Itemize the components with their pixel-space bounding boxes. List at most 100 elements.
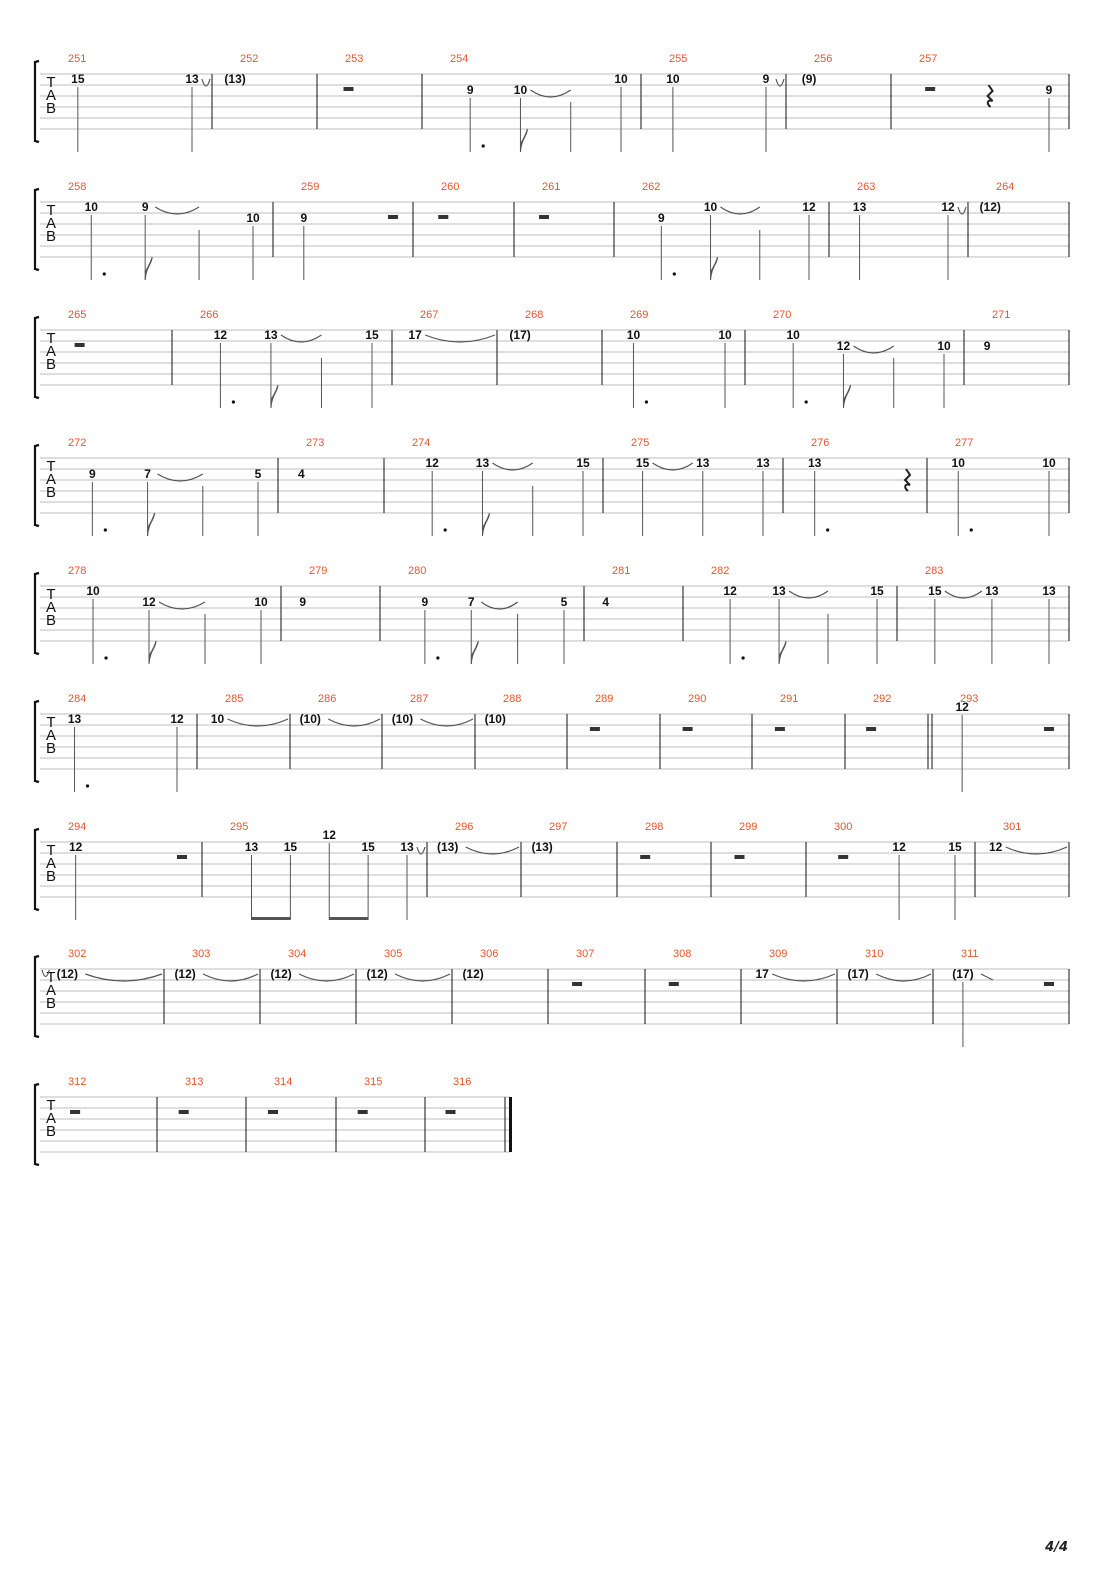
fret-number: 10 xyxy=(787,328,801,342)
fret-number: 15 xyxy=(636,456,650,470)
half-rest xyxy=(1044,982,1054,986)
tab-clef-letter: B xyxy=(46,228,56,245)
half-rest xyxy=(178,1110,189,1114)
fret-number: 10 xyxy=(254,595,268,609)
eighth-flag xyxy=(519,128,528,153)
fret-number: 12 xyxy=(892,840,906,854)
measure: 298 xyxy=(640,821,663,859)
tab-clef-letter: A xyxy=(46,599,56,616)
tie-arc xyxy=(944,590,983,599)
measure: 310(17) xyxy=(847,948,932,982)
fret-number: 13 xyxy=(245,840,259,854)
measure-number: 305 xyxy=(384,948,402,960)
eighth-flag xyxy=(842,384,851,409)
tie-arc xyxy=(875,973,932,982)
fret-number: (12) xyxy=(57,967,78,981)
fret-number: 9 xyxy=(467,83,474,97)
measure-number: 253 xyxy=(345,53,363,65)
eighth-flag xyxy=(270,384,279,409)
measure-number: 268 xyxy=(525,309,543,321)
half-rest xyxy=(388,215,398,219)
measure-number: 254 xyxy=(450,53,468,65)
half-rest xyxy=(774,727,785,731)
fret-number: 13 xyxy=(1042,584,1056,598)
eighth-flag xyxy=(710,256,719,281)
quarter-rest xyxy=(903,468,912,492)
beam xyxy=(329,917,369,920)
measure: 297(13) xyxy=(531,821,567,854)
eighth-flag xyxy=(147,512,156,537)
system-bracket xyxy=(33,571,40,656)
measure-number: 314 xyxy=(274,1076,292,1088)
fret-number: (10) xyxy=(300,712,321,726)
measure-number: 309 xyxy=(769,948,787,960)
measure-number: 258 xyxy=(68,181,86,193)
tie-arc xyxy=(158,601,206,610)
tie-arc xyxy=(957,206,967,215)
fret-number: 13 xyxy=(772,584,786,598)
measure: 314 xyxy=(268,1076,292,1114)
measure-number: 280 xyxy=(408,565,426,577)
measure-number: 304 xyxy=(288,948,306,960)
measure-number: 272 xyxy=(68,437,86,449)
tab-clef-letter: B xyxy=(46,868,56,885)
tab-clef-letter: A xyxy=(46,1110,56,1127)
fret-number: 12 xyxy=(170,712,184,726)
measure-number: 279 xyxy=(309,565,327,577)
fret-number: 13 xyxy=(400,840,414,854)
tab-system: TAB302(12)303(12)304(12)305(12)306(12)30… xyxy=(33,948,1070,1047)
rhythm-dot xyxy=(103,528,107,532)
tab-clef-letter: B xyxy=(46,995,56,1012)
tab-clef-letter: B xyxy=(46,1123,56,1140)
measure-number: 270 xyxy=(773,309,791,321)
rhythm-dot xyxy=(481,144,485,148)
rhythm-dot xyxy=(443,528,447,532)
fret-number: (12) xyxy=(462,967,483,981)
eighth-flag xyxy=(144,256,153,281)
measure-number: 315 xyxy=(364,1076,382,1088)
fret-number: 10 xyxy=(211,712,225,726)
tie-arc xyxy=(720,206,761,215)
fret-number: 10 xyxy=(514,83,528,97)
measure: 287(10) xyxy=(392,693,474,727)
fret-number: 10 xyxy=(704,200,718,214)
measure-number: 316 xyxy=(453,1076,471,1088)
rhythm-dot xyxy=(826,528,830,532)
measure: 306(12) xyxy=(462,948,498,981)
measure-number: 267 xyxy=(420,309,438,321)
measure: 286(10) xyxy=(300,693,381,727)
rhythm-dot xyxy=(644,400,649,404)
fret-number: 13 xyxy=(756,456,770,470)
tie-arc xyxy=(202,973,259,982)
tab-clef-letter: T xyxy=(46,586,55,603)
half-rest xyxy=(589,727,600,731)
measure-number: 275 xyxy=(631,437,649,449)
measure: 289 xyxy=(589,693,613,731)
rhythm-dot xyxy=(741,656,745,660)
fret-number: 13 xyxy=(476,456,490,470)
fret-number: 9 xyxy=(299,595,306,609)
fret-number: 15 xyxy=(576,456,590,470)
fret-number: 10 xyxy=(627,328,641,342)
tie-arc xyxy=(530,89,572,98)
measure-number: 256 xyxy=(814,53,832,65)
measure-number: 261 xyxy=(542,181,560,193)
tie-arc xyxy=(424,334,496,343)
half-rest xyxy=(1044,727,1054,731)
measure-number: 277 xyxy=(955,437,973,449)
fret-number: 9 xyxy=(422,595,429,609)
tie-arc xyxy=(480,601,518,610)
tie-arc xyxy=(394,973,451,982)
rhythm-dot xyxy=(969,528,973,532)
fret-number: 13 xyxy=(808,456,822,470)
tab-clef-letter: A xyxy=(46,471,56,488)
fret-number: 12 xyxy=(723,584,737,598)
measure-number: 281 xyxy=(612,565,630,577)
